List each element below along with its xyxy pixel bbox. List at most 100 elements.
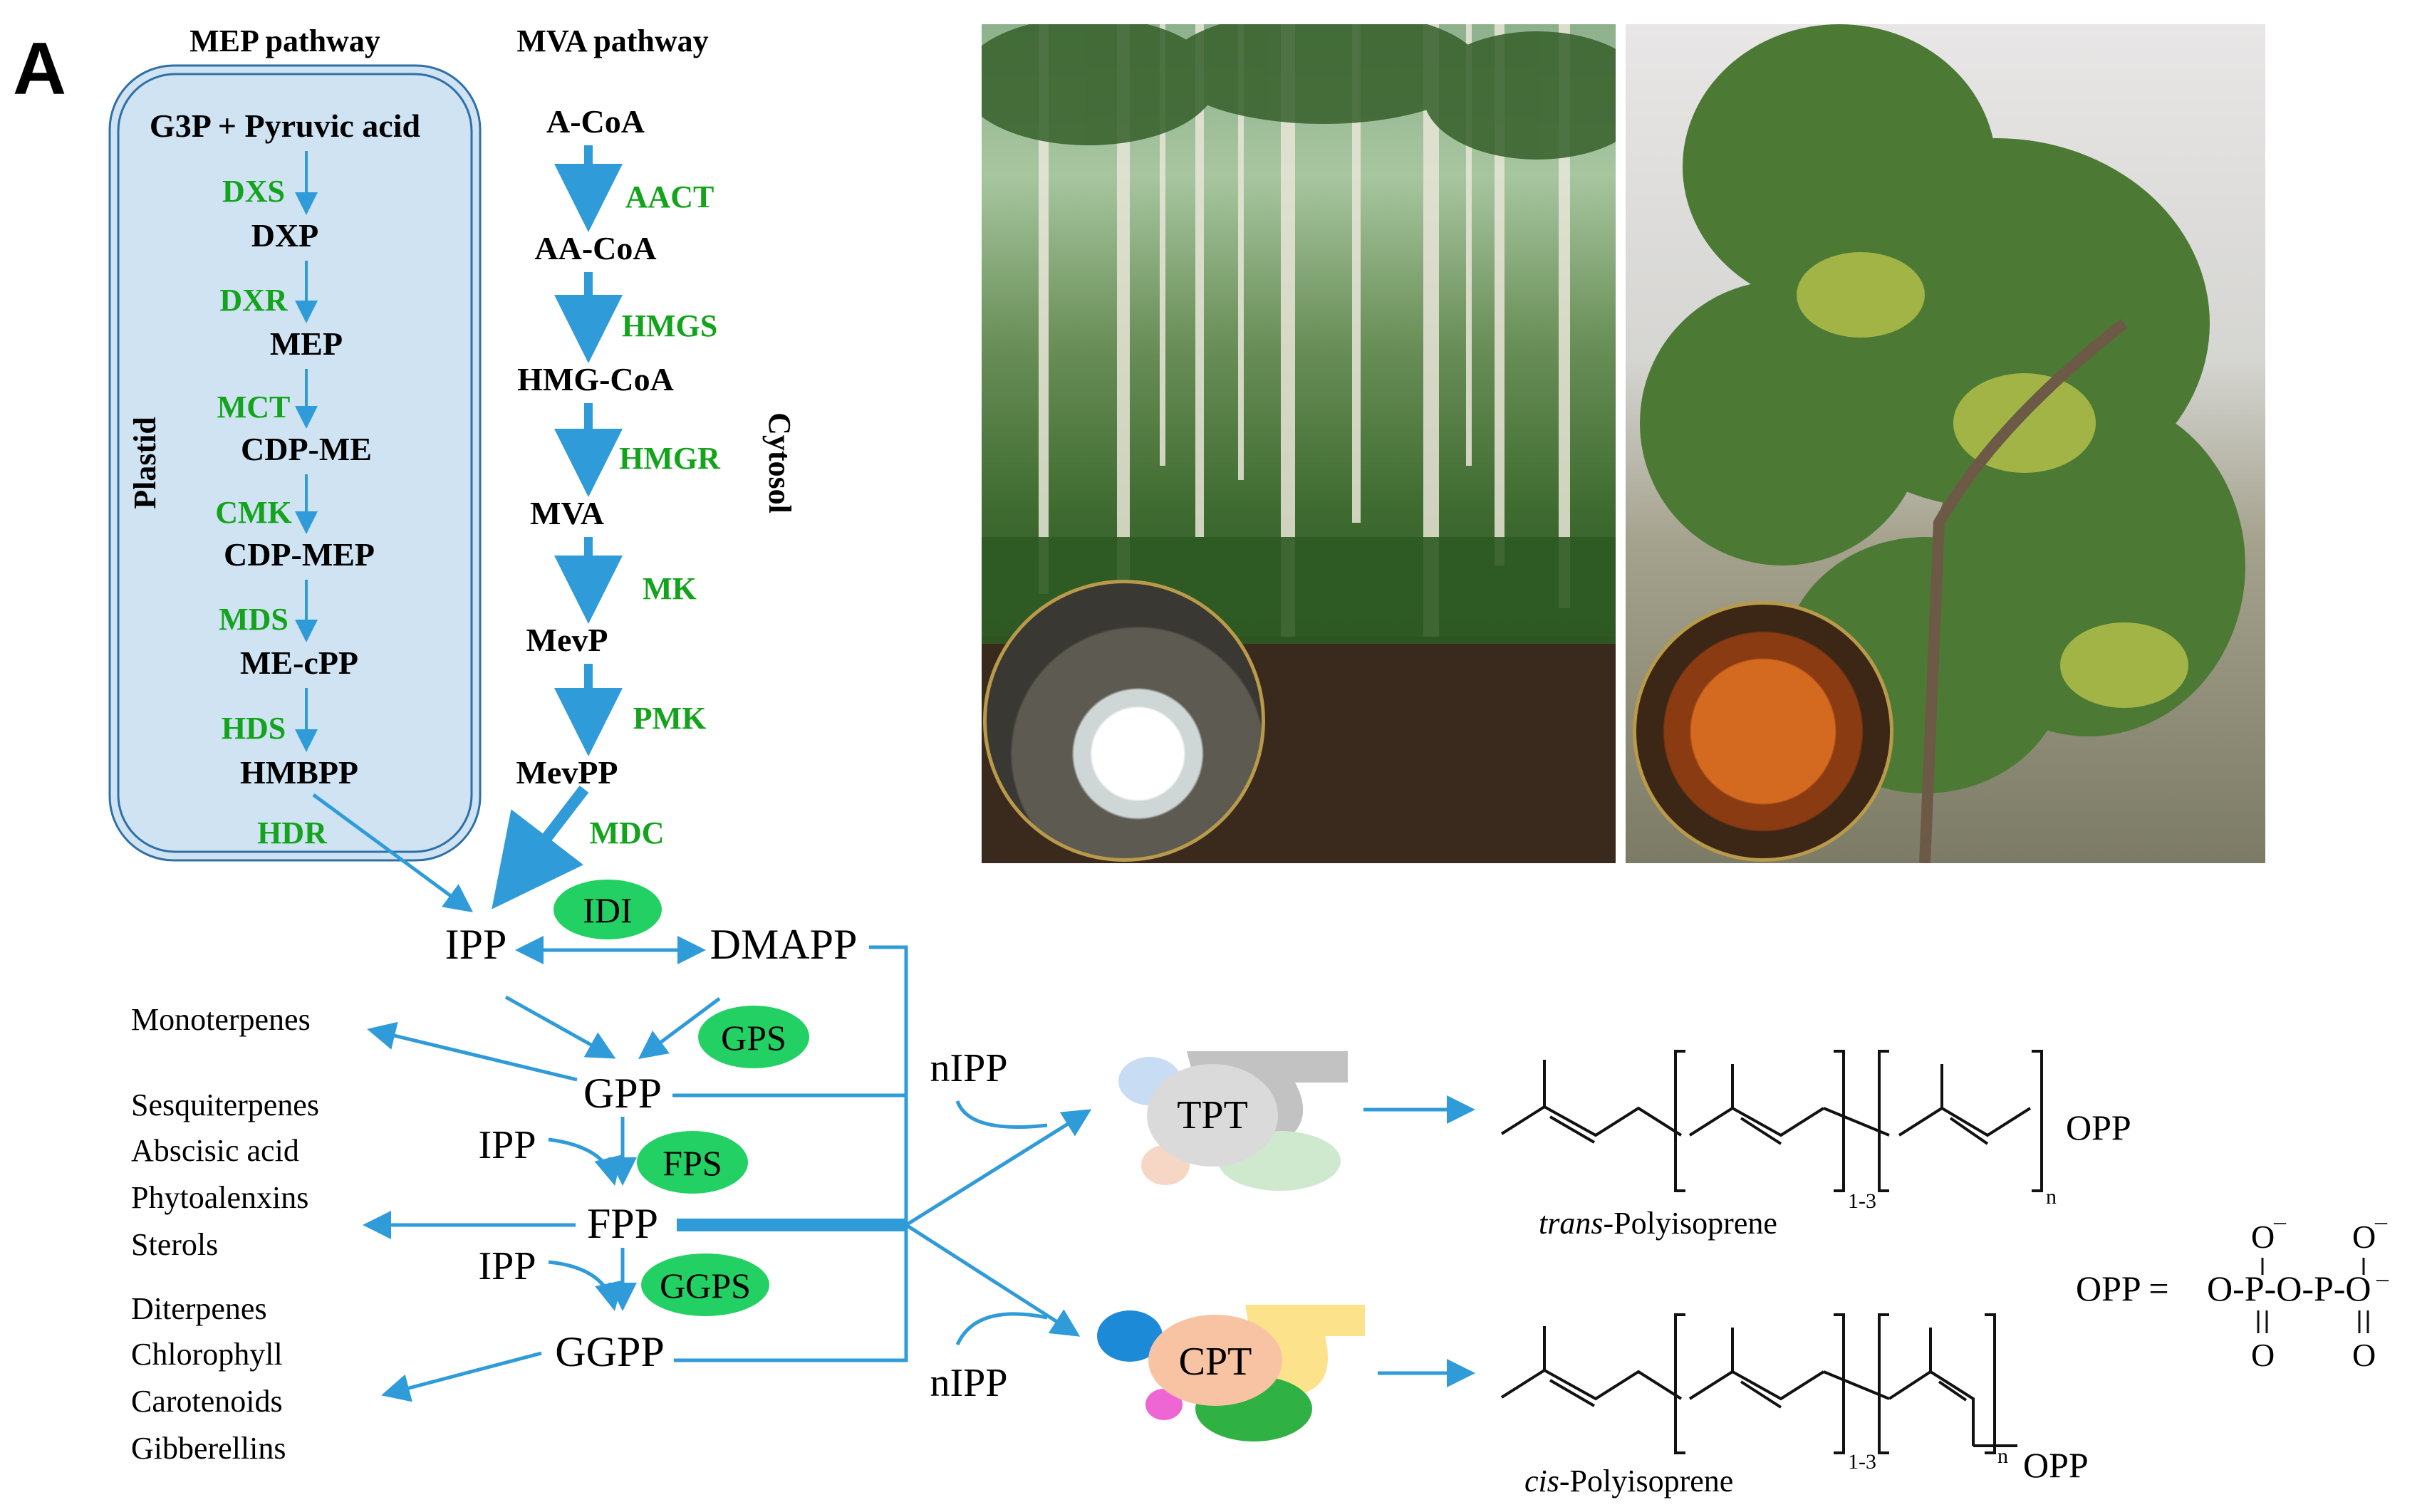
mva-enzyme-1: HMGS [622, 308, 717, 343]
svg-text:–: – [2376, 1266, 2389, 1292]
mep-metabolite-3: CDP-ME [241, 431, 372, 467]
trans-end-group: OPP [2066, 1107, 2131, 1147]
mep-enzyme-0: DXS [222, 174, 285, 209]
mva-metabolite-0: A-CoA [546, 103, 645, 140]
opp-formula: OPP = O-P-O-P-O – – – O O O O [2076, 1209, 2389, 1373]
cpt-complex [1097, 1305, 1365, 1441]
ipp-label: IPP [445, 921, 507, 968]
idi-label: IDI [583, 890, 632, 930]
gps-enzyme [698, 1006, 809, 1068]
dmapp-collector-line [674, 945, 908, 1362]
cis-end-group: OPP [2023, 1445, 2089, 1485]
panel-label-a: A [13, 28, 66, 110]
mva-pathway: A-CoAAACTAA-CoAHMGSHMG-CoAHMGRMVAMKMevPP… [516, 103, 721, 850]
trans-polyisoprene-structure [1500, 1050, 2043, 1192]
cis-sub-inner: 1-3 [1848, 1450, 1876, 1474]
mva-enzyme-3: MK [643, 571, 697, 606]
to-cpt-arrow [905, 1223, 1081, 1337]
ggpp-to-diterpenes-arrow [381, 1351, 542, 1402]
svg-text:OPP =: OPP = [2076, 1268, 2169, 1308]
mep-metabolite-0: G3P + Pyruvic acid [150, 108, 421, 144]
gps-label: GPS [721, 1018, 786, 1058]
svg-text:O: O [2352, 1219, 2376, 1255]
mep-enzyme-1: DXR [219, 283, 289, 318]
nipp-bottom-label: nIPP [930, 1361, 1008, 1405]
mep-metabolite-2: MEP [270, 325, 343, 362]
fps-label: FPS [662, 1143, 722, 1183]
products-ggpp-2: Carotenoids [131, 1384, 283, 1419]
cytosol-label: Cytosol [762, 412, 797, 513]
products-fpp-2: Phytoalenxins [131, 1180, 308, 1215]
tpt-complex [1118, 1051, 1348, 1191]
seed-inset [1633, 601, 1893, 862]
tpt-label: TPT [1177, 1093, 1248, 1137]
svg-text:–: – [2374, 1209, 2388, 1235]
products-gpp-0: Monoterpenes [131, 1002, 311, 1037]
plastid-compartment-inner-border [117, 73, 473, 853]
mep-enzyme-5: HDS [222, 711, 286, 746]
mep-metabolite-4: CDP-MEP [224, 536, 375, 573]
mva-enzyme-4: PMK [633, 701, 707, 736]
products-ggpp-1: Chlorophyll [131, 1337, 283, 1372]
mep-enzyme-3: CMK [215, 495, 292, 530]
hmbpp-to-ipp-arrow [312, 793, 474, 912]
products-ggpp-0: Diterpenes [131, 1291, 267, 1326]
mva-metabolite-5: MevPP [516, 754, 618, 791]
mva-enzyme-2: HMGR [619, 441, 721, 476]
mva-pathway-header: MVA pathway [516, 24, 708, 58]
mevpp-to-ipp-arrow [492, 786, 589, 909]
nipp-top-label: nIPP [930, 1046, 1008, 1090]
mep-metabolite-5: ME-cPP [240, 645, 358, 681]
svg-text:O: O [2251, 1219, 2275, 1255]
mva-metabolite-1: AA-CoA [534, 230, 656, 266]
rubber-plantation-photo [982, 24, 1616, 863]
ipp-input-fps: IPP [479, 1123, 536, 1167]
mep-pathway-header: MEP pathway [189, 24, 380, 58]
mva-enzyme-5: MDC [589, 815, 664, 850]
svg-text:O: O [2352, 1337, 2376, 1373]
nipp-top-curve [955, 1100, 1048, 1129]
fps-enzyme [637, 1131, 748, 1194]
svg-text:O: O [2251, 1337, 2275, 1373]
mva-metabolite-3: MVA [530, 495, 604, 531]
mva-metabolite-2: HMG-CoA [517, 361, 674, 397]
products-ggpp-3: Gibberellins [131, 1431, 286, 1466]
trans-sub-outer: n [2046, 1185, 2057, 1209]
mep-metabolite-1: DXP [251, 217, 319, 254]
dmapp-to-gpp-arrow [638, 996, 721, 1059]
mep-enzyme-4: MDS [219, 602, 289, 637]
dmapp-label: DMAPP [710, 921, 858, 968]
svg-text:–: – [2273, 1209, 2287, 1235]
cis-polyisoprene-structure [1500, 1313, 2017, 1454]
latex-cup-inset [983, 580, 1265, 862]
ipp-to-gpp-arrow [504, 995, 616, 1059]
mva-enzyme-0: AACT [625, 179, 714, 214]
fpp-label: FPP [587, 1200, 658, 1247]
nipp-bottom-curve [955, 1312, 1048, 1346]
mep-enzyme-2: MCT [217, 390, 291, 424]
idi-enzyme [554, 880, 662, 939]
ggpp-label: GGPP [555, 1328, 664, 1375]
mep-enzyme-6: HDR [257, 815, 328, 850]
mep-metabolite-6: HMBPP [240, 754, 358, 791]
ggps-enzyme [641, 1253, 769, 1316]
ipp-to-ggpp-curve [548, 1260, 623, 1311]
mva-metabolite-4: MevP [526, 622, 608, 658]
to-tpt-arrow [905, 1109, 1092, 1227]
ipp-input-ggps: IPP [479, 1244, 536, 1288]
trans-polyisoprene-name: trans-Polyisoprene [1539, 1206, 1777, 1241]
products-fpp-0: Sesquiterpenes [131, 1088, 319, 1122]
ipp-to-fpp-curve [548, 1137, 623, 1186]
cpt-label: CPT [1179, 1340, 1252, 1384]
cis-polyisoprene-name: cis-Polyisoprene [1524, 1464, 1733, 1498]
products-fpp-3: Sterols [131, 1227, 218, 1262]
plastid-label: Plastid [128, 417, 162, 509]
svg-text:O-P-O-P-O: O-P-O-P-O [2207, 1268, 2371, 1308]
ggps-label: GGPS [660, 1266, 751, 1305]
trans-sub-inner: 1-3 [1848, 1189, 1876, 1213]
gpp-label: GPP [583, 1070, 662, 1117]
plastid-compartment [108, 64, 482, 862]
gpp-to-monoterpenes-arrow [367, 1021, 578, 1082]
